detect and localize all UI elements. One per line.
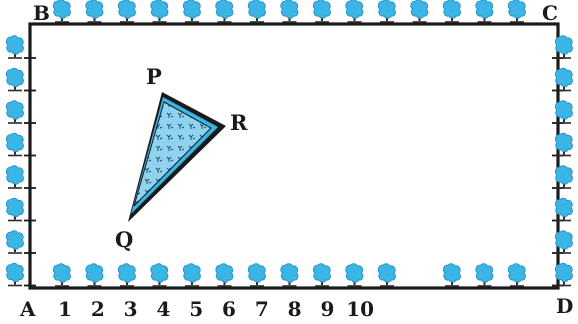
plant-icon — [117, 262, 137, 287]
axis-label-10: 10 — [346, 297, 374, 321]
triangle-pqr — [128, 92, 226, 222]
plant-icon — [442, 262, 462, 287]
plant-icon — [84, 0, 104, 23]
plant-icon — [247, 262, 267, 287]
vertex-label-p: P — [146, 64, 162, 89]
axis-label-7: 7 — [255, 297, 269, 321]
axis-label-8: 8 — [288, 297, 302, 321]
field-border — [28, 22, 560, 290]
plant-icon — [409, 0, 429, 23]
vertex-label-q: Q — [115, 227, 133, 252]
plant-icon — [344, 0, 364, 23]
plant-icon — [312, 0, 332, 23]
plant-icon — [5, 132, 25, 157]
axis-label-9: 9 — [320, 297, 334, 321]
plant-icon — [52, 0, 72, 23]
plant-icon — [247, 0, 267, 23]
axis-label-2: 2 — [91, 297, 105, 321]
plant-icon — [214, 262, 234, 287]
plant-icon — [182, 262, 202, 287]
plant-icon — [214, 0, 234, 23]
plant-icon — [474, 262, 494, 287]
plant-icon — [5, 99, 25, 124]
plant-icons — [5, 0, 574, 287]
axis-label-4: 4 — [156, 297, 170, 321]
plant-icon — [5, 197, 25, 222]
plant-icon — [5, 164, 25, 189]
corner-label-c: C — [542, 1, 558, 25]
corner-label-d: D — [556, 294, 573, 318]
axis-label-5: 5 — [189, 297, 203, 321]
axis-label-6: 6 — [222, 297, 236, 321]
plant-icon — [5, 229, 25, 254]
plant-icon — [182, 0, 202, 23]
plant-icon — [5, 34, 25, 59]
plant-icon — [474, 0, 494, 23]
plant-icon — [149, 0, 169, 23]
edge-ticks — [24, 57, 564, 287]
plant-icon — [377, 0, 397, 23]
corner-label-b: B — [33, 1, 50, 25]
plant-icon — [279, 0, 299, 23]
plant-icon — [344, 262, 364, 287]
triangle-inner — [133, 101, 212, 207]
plant-icon — [52, 262, 72, 287]
plant-icon — [279, 262, 299, 287]
plant-icon — [507, 262, 527, 287]
plant-icon — [507, 0, 527, 23]
plant-icon — [377, 262, 397, 287]
axis-label-1: 1 — [58, 297, 72, 321]
plant-icon — [149, 262, 169, 287]
plant-icon — [442, 0, 462, 23]
plant-icon — [312, 262, 332, 287]
plant-icon — [117, 0, 137, 23]
plant-icon — [84, 262, 104, 287]
plant-icon — [5, 67, 25, 92]
axis-label-3: 3 — [124, 297, 138, 321]
corner-label-a: A — [19, 297, 36, 321]
plant-icon — [5, 262, 25, 287]
vertex-label-r: R — [230, 110, 248, 135]
